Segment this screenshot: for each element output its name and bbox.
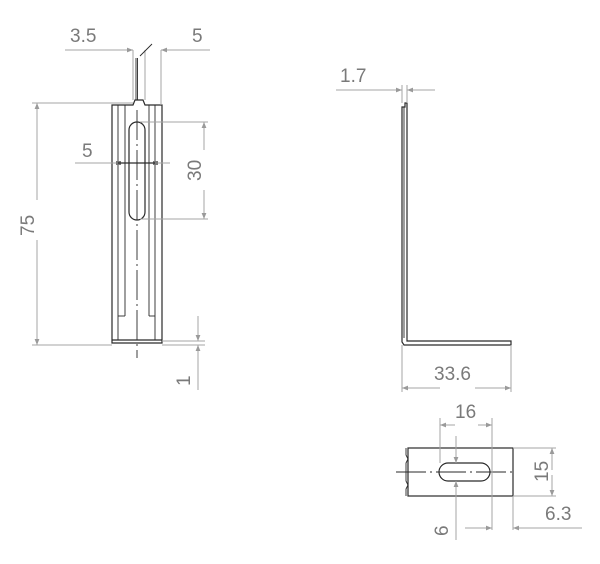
- front-outline: [111, 99, 163, 344]
- dim-bottom-lip: 1: [174, 375, 195, 386]
- bottom-view: 16 15 6 6.3: [396, 402, 582, 540]
- front-slot: [128, 121, 146, 221]
- dim-height: 75: [18, 215, 39, 236]
- dim-thickness: 1.7: [340, 66, 366, 87]
- dim-base-length: 33.6: [434, 364, 471, 385]
- side-profile: [401, 102, 512, 346]
- dim-slot-width: 5: [82, 141, 93, 162]
- dim-slot-length: 30: [185, 160, 206, 181]
- dim-width: 5: [192, 26, 203, 47]
- dim-bottom-slot-length: 16: [455, 402, 476, 423]
- side-view: 1.7 33.6: [336, 66, 512, 392]
- front-view: 3.5 5 5 30 75 1: [18, 26, 210, 390]
- dim-edge-offset: 6.3: [545, 504, 571, 525]
- dim-bottom-width: 15: [532, 461, 553, 482]
- bottom-slot: [438, 462, 491, 482]
- dim-bottom-slot-width: 6: [432, 525, 453, 536]
- dim-slot-offset: 3.5: [70, 26, 96, 47]
